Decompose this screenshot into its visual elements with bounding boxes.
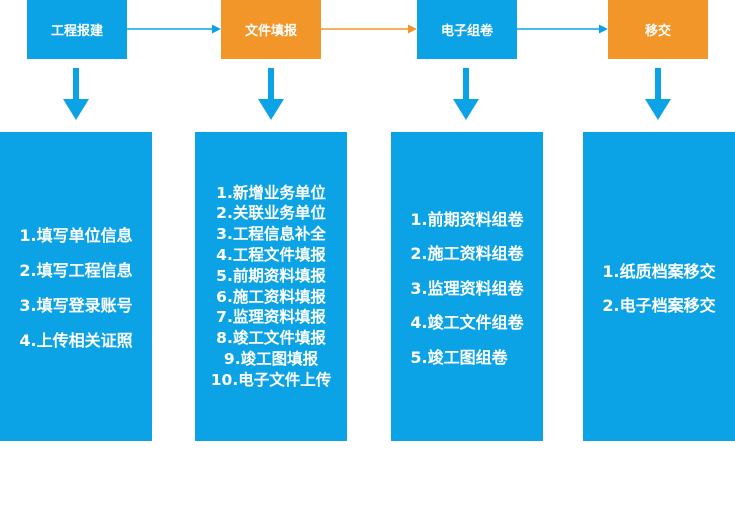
panel-transfer: 1.纸质档案移交 2.电子档案移交 xyxy=(583,132,735,441)
connector-arrow-1 xyxy=(127,24,221,34)
list-item: 5.竣工图组卷 xyxy=(410,347,508,367)
step-label: 工程报建 xyxy=(50,24,103,39)
list-item: 2.施工资料组卷 xyxy=(410,244,524,263)
list-item: 3.监理资料组卷 xyxy=(410,278,524,298)
step-transfer: 移交 xyxy=(608,0,708,59)
list-item: 1.纸质档案移交 xyxy=(602,261,716,281)
list-item: 8.竣工文件填报 xyxy=(216,329,326,348)
panel-project-registration: 1.填写单位信息 2.填写工程信息 3.填写登录账号 4.上传相关证照 xyxy=(0,132,152,441)
list-item: 4.竣工文件组卷 xyxy=(410,313,524,332)
list-item: 2.填写工程信息 xyxy=(19,261,133,280)
connector-arrow-2 xyxy=(321,24,417,34)
down-arrow-icon xyxy=(453,68,479,120)
connector-arrow-3 xyxy=(517,24,608,34)
list-item: 7.监理资料填报 xyxy=(216,308,326,327)
step-project-registration: 工程报建 xyxy=(27,0,127,59)
list-item: 1.前期资料组卷 xyxy=(410,209,524,229)
step-label: 移交 xyxy=(644,24,671,39)
panel-file-filling: 1.新增业务单位 2.关联业务单位 3.工程信息补全 4.工程文件填报 5.前期… xyxy=(195,132,347,441)
list-item: 1.新增业务单位 xyxy=(216,183,326,202)
list-item: 2.电子档案移交 xyxy=(602,295,716,315)
step-electronic-volume: 电子组卷 xyxy=(417,0,517,59)
step-file-filling: 文件填报 xyxy=(221,0,321,59)
list-item: 3.工程信息补全 xyxy=(216,225,326,244)
list-item: 2.关联业务单位 xyxy=(216,204,326,223)
list-item: 4.工程文件填报 xyxy=(216,245,326,264)
step-label: 电子组卷 xyxy=(440,24,493,39)
down-arrow-icon xyxy=(63,68,89,120)
task-list: 1.填写单位信息 2.填写工程信息 3.填写登录账号 4.上传相关证照 xyxy=(19,211,132,362)
list-item: 3.填写登录账号 xyxy=(19,296,133,315)
down-arrow-icon xyxy=(258,68,284,120)
list-item: 4.上传相关证照 xyxy=(19,331,133,350)
task-list: 1.纸质档案移交 2.电子档案移交 xyxy=(602,248,715,326)
list-item: 6.施工资料填报 xyxy=(216,287,326,306)
list-item: 5.前期资料填报 xyxy=(216,266,326,285)
list-item: 9.竣工图填报 xyxy=(223,349,319,368)
task-list: 1.新增业务单位 2.关联业务单位 3.工程信息补全 4.工程文件填报 5.前期… xyxy=(211,183,331,391)
list-item: 10.电子文件上传 xyxy=(210,370,332,389)
panel-electronic-volume: 1.前期资料组卷 2.施工资料组卷 3.监理资料组卷 4.竣工文件组卷 5.竣工… xyxy=(391,132,543,441)
list-item: 1.填写单位信息 xyxy=(19,226,133,245)
step-label: 文件填报 xyxy=(244,24,297,39)
down-arrow-icon xyxy=(645,68,671,120)
task-list: 1.前期资料组卷 2.施工资料组卷 3.监理资料组卷 4.竣工文件组卷 5.竣工… xyxy=(410,195,523,378)
